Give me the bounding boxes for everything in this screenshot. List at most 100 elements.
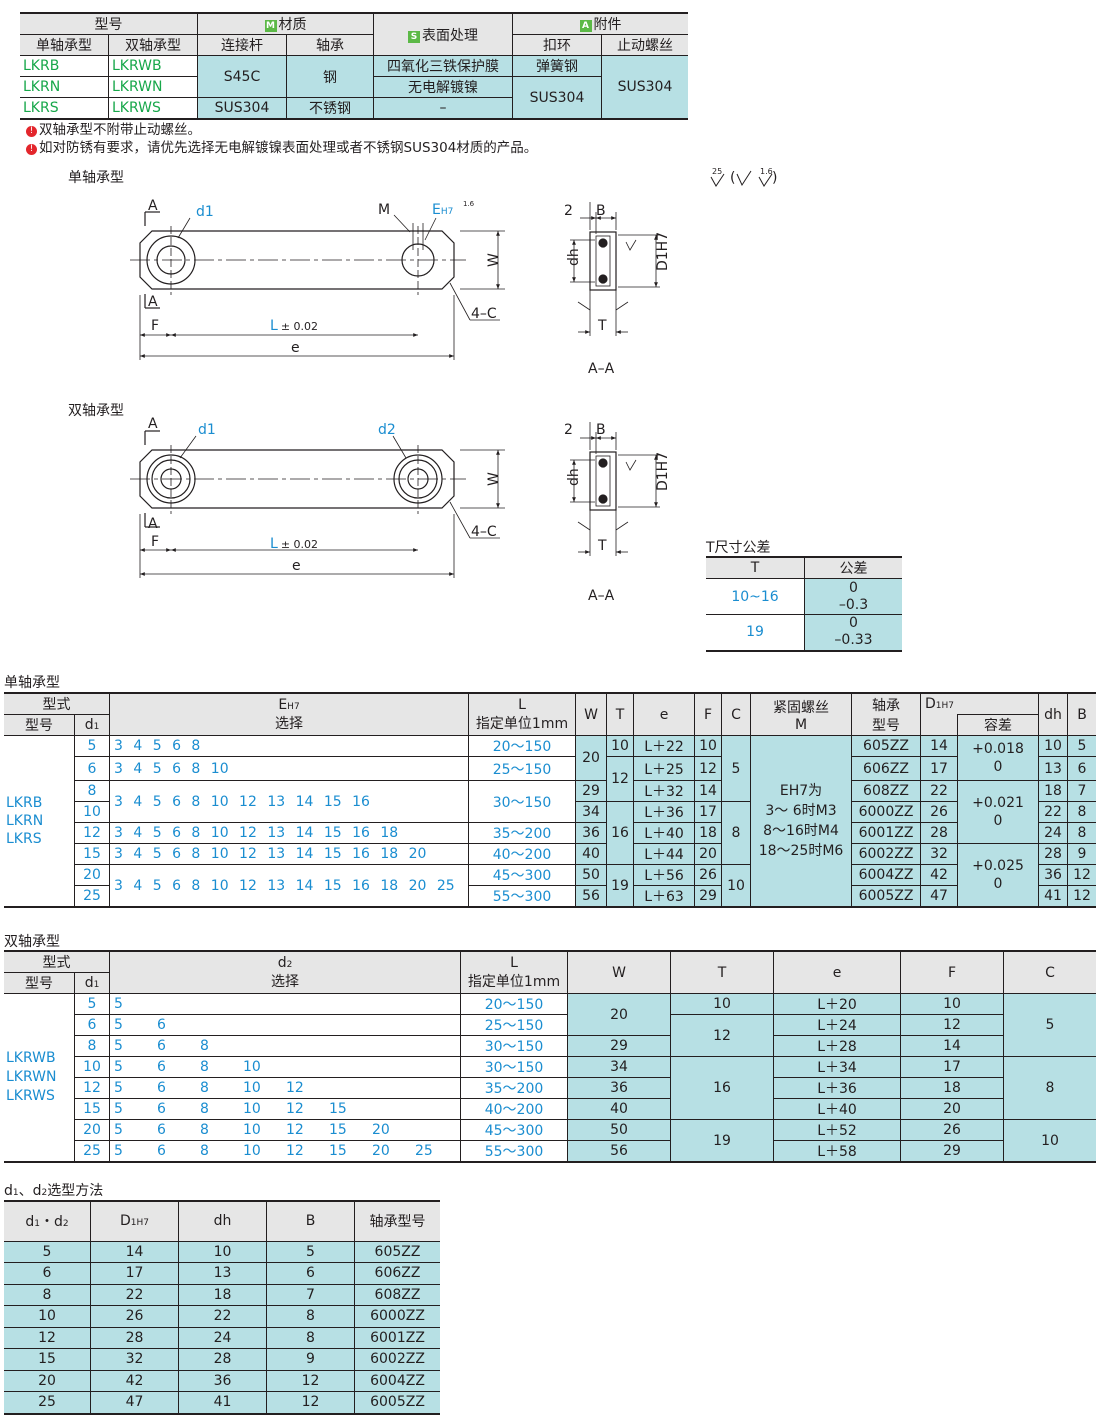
t-value: 16 <box>606 801 634 865</box>
f-value: 20 <box>900 1098 1004 1120</box>
e-value: L＋22 <box>633 735 695 757</box>
t-value: 10 <box>670 993 774 1015</box>
l-range: 20～150 <box>460 993 568 1015</box>
label-dh: dh <box>566 248 582 266</box>
header-model: 型号 <box>4 972 75 994</box>
header-dh: dh <box>1038 692 1068 736</box>
bearing-model: 6001ZZ <box>354 1326 440 1349</box>
svg-text:1.6: 1.6 <box>760 167 773 176</box>
d-value: 6 <box>4 1262 91 1285</box>
d1h7-value: 28 <box>920 822 958 844</box>
w-value: 56 <box>575 885 607 908</box>
e-value: L＋58 <box>773 1140 901 1163</box>
w-value: 29 <box>567 1035 671 1057</box>
b-value: 8 <box>266 1326 355 1349</box>
f-value: 20 <box>694 843 722 865</box>
d1-value: 25 <box>74 1140 110 1163</box>
f-value: 14 <box>900 1035 1004 1057</box>
label-l: L± 0.02 <box>270 318 318 334</box>
f-value: 17 <box>900 1056 1004 1078</box>
double-section-view <box>570 422 660 556</box>
header-w: W <box>567 950 671 994</box>
l-range: 55～300 <box>468 885 576 908</box>
surface-treatment: – <box>373 97 513 120</box>
e-value: L＋34 <box>773 1056 901 1078</box>
b-value: 12 <box>1067 864 1096 886</box>
dh-value: 10 <box>178 1240 267 1263</box>
dh-value: 13 <box>178 1262 267 1285</box>
w-value: 34 <box>575 801 607 823</box>
l-range: 40～200 <box>460 1098 568 1120</box>
bearing-table-title: d1、d2选型方法 <box>4 1183 104 1199</box>
bearing-model: 605ZZ <box>851 735 921 757</box>
d1h7-value: 14 <box>920 735 958 757</box>
b-value: 9 <box>266 1348 355 1371</box>
note-2: !如对防锈有要求，请优先选择无电解镀镍表面处理或者不锈钢SUS304材质的产品。 <box>26 136 537 156</box>
d1h7-value: 26 <box>920 801 958 823</box>
single-section-view <box>570 202 660 336</box>
d1-value: 6 <box>74 1014 110 1036</box>
bearing-model: 6005ZZ <box>851 885 921 908</box>
e-selection: 3 4 5 6 8 <box>109 735 469 757</box>
d1h7-value: 32 <box>920 843 958 865</box>
e-value: L＋20 <box>773 993 901 1015</box>
header-link: 连接杆 <box>197 34 287 56</box>
surface-badge-icon: S <box>408 30 420 43</box>
e-value: L＋36 <box>633 801 695 823</box>
l-range: 30～150 <box>460 1056 568 1078</box>
link-material: SUS304 <box>197 97 287 120</box>
model-single: LKRS <box>20 97 109 120</box>
d1h7-value: 47 <box>90 1391 179 1414</box>
bearing-model: 608ZZ <box>851 780 921 802</box>
e-value: L＋63 <box>633 885 695 908</box>
w-value: 34 <box>567 1056 671 1078</box>
d1h7-value: 14 <box>90 1240 179 1263</box>
l-range: 20～150 <box>468 735 576 757</box>
note-1: !双轴承型不附带止动螺丝。 <box>26 118 201 138</box>
surface-treatment: 四氧化三铁保护膜 <box>373 55 513 77</box>
t-range: 19 <box>706 614 805 651</box>
header-c: C <box>1003 950 1096 994</box>
e-value: L＋24 <box>773 1014 901 1036</box>
bearing-model: 605ZZ <box>354 1240 440 1263</box>
e-selection: 3 4 5 6 8 10 12 13 14 15 16 18 20 <box>109 843 469 865</box>
technical-drawings: 单轴承型 双轴承型 25 ( 1.6 ) <box>68 167 777 604</box>
svg-text:25: 25 <box>712 167 722 176</box>
d1-value: 8 <box>74 780 110 802</box>
d1h7-value: 47 <box>920 885 958 908</box>
d1h7-value: 42 <box>920 864 958 886</box>
d1h7-value: 17 <box>90 1262 179 1285</box>
d1h7-value: 22 <box>920 780 958 802</box>
bearing-model: 6004ZZ <box>851 864 921 886</box>
dh-value: 36 <box>178 1369 267 1392</box>
model-single: LKRN <box>20 76 109 98</box>
b-value: 8 <box>266 1305 355 1328</box>
d1-value: 20 <box>74 1119 110 1141</box>
label-l: L± 0.02 <box>270 536 318 552</box>
label-t: T <box>597 318 607 334</box>
d1h7-value: 32 <box>90 1348 179 1371</box>
header-single: 单轴承型 <box>20 34 109 56</box>
dh-value: 13 <box>1038 756 1068 781</box>
bearing-model: 6002ZZ <box>354 1348 440 1371</box>
b-value: 7 <box>1067 780 1096 802</box>
label-d1: d1 <box>198 422 216 438</box>
model-double: LKRWB <box>108 55 198 77</box>
d1-value: 10 <box>74 801 110 823</box>
l-range: 35～200 <box>468 822 576 844</box>
dh-value: 41 <box>178 1391 267 1414</box>
f-value: 10 <box>694 735 722 757</box>
e-value: L＋36 <box>773 1077 901 1099</box>
l-range: 45～300 <box>468 864 576 886</box>
f-value: 12 <box>694 756 722 781</box>
double-bar-drawing <box>130 430 505 578</box>
label-roughness: 1.6 <box>463 200 475 208</box>
header-e: e <box>773 950 901 994</box>
t-tol: 0–0.33 <box>804 614 902 651</box>
